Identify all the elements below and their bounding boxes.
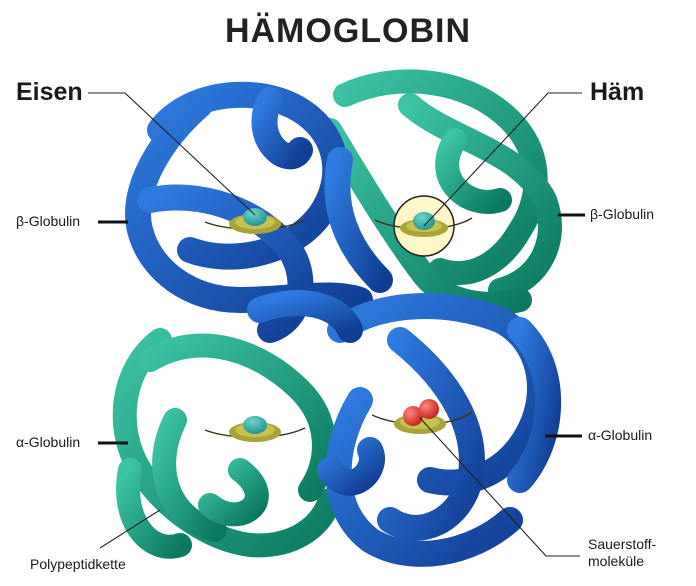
label-alpha-globulin-right: α-Globulin xyxy=(588,427,653,443)
heme-top-left xyxy=(204,208,306,234)
heme-bottom-right-oxygen xyxy=(371,399,473,434)
diagram-title: HÄMOGLOBIN xyxy=(224,12,472,50)
green-chain-bottom-left xyxy=(112,328,342,559)
label-oxygen-line1: Sauerstoff- xyxy=(588,536,657,552)
leader-lines xyxy=(88,92,582,557)
label-polypeptide-chain: Polypeptidkette xyxy=(30,556,126,572)
leader-eisen xyxy=(88,92,256,216)
leader-haem xyxy=(423,92,582,227)
blue-chain-bottom-right xyxy=(247,290,562,567)
label-beta-globulin-left: β-Globulin xyxy=(16,213,81,229)
oxygen-atom-1 xyxy=(403,406,423,426)
label-oxygen-line2: moleküle xyxy=(588,553,645,569)
heme-bottom-left xyxy=(204,416,306,442)
label-alpha-globulin-left: α-Globulin xyxy=(16,434,81,450)
oxygen-atom-2 xyxy=(419,399,439,419)
leader-polypeptide xyxy=(99,509,161,549)
label-beta-globulin-right: β-Globulin xyxy=(590,206,655,222)
label-haem: Häm xyxy=(590,78,645,106)
label-eisen: Eisen xyxy=(16,78,83,106)
leader-oxygen xyxy=(419,417,580,557)
label-oxygen-molecules: Sauerstoff- moleküle xyxy=(588,536,656,570)
label-ticks xyxy=(98,213,585,445)
